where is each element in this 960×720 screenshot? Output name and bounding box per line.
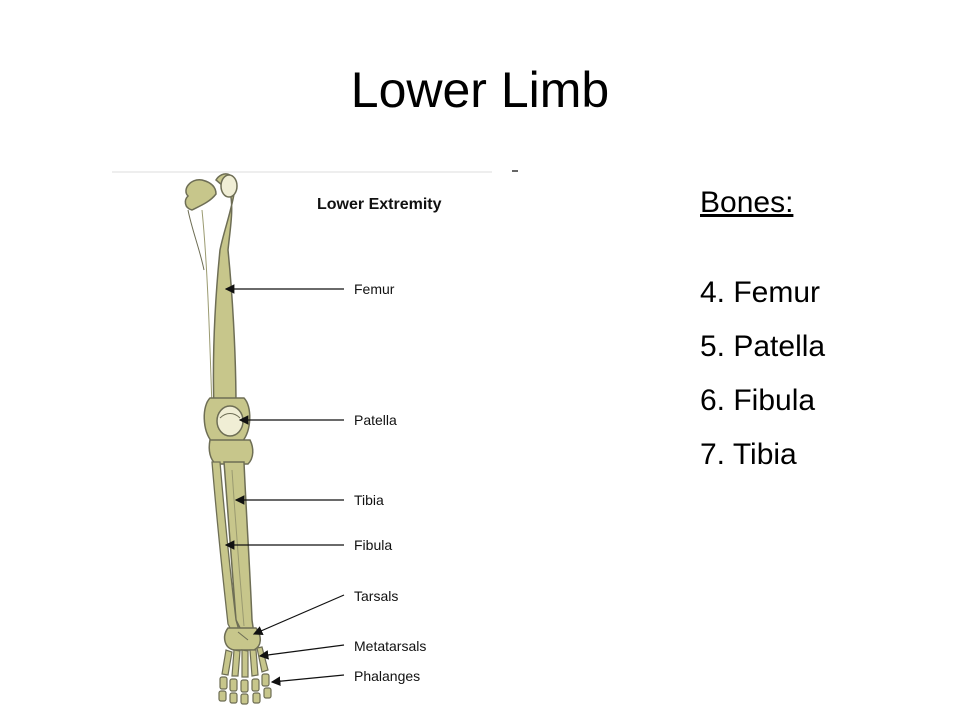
tibia-plateau (208, 439, 254, 465)
patella-label: Patella (354, 412, 397, 428)
bones-heading: Bones: (700, 186, 794, 219)
metatarsals-pointer (258, 644, 345, 660)
tarsals-label: Tarsals (354, 588, 398, 604)
metatarsals-label: Metatarsals (354, 638, 426, 654)
phalanges-pointer (270, 674, 345, 686)
diagram-heading: Lower Extremity (317, 196, 442, 213)
slide-title: Lower Limb (350, 62, 610, 118)
skeleton-illustration: Lower Extremity (112, 170, 518, 705)
bones-item-patella: 5. Patella (700, 330, 826, 363)
metatarsal-bones (221, 646, 269, 678)
bones-item-fibula: 6. Fibula (700, 384, 816, 417)
bones-list: Bones: 4. Femur 5. Patella 6. Fibula 7. … (700, 176, 825, 482)
bones-item-tibia: 7. Tibia (700, 438, 797, 471)
label-pointers (224, 284, 345, 686)
tarsals-pointer (252, 594, 345, 636)
phalanges-label: Phalanges (354, 668, 420, 684)
phalanx-bones (218, 673, 272, 705)
lower-extremity-diagram: Lower Extremity (112, 150, 542, 720)
tibia-label: Tibia (354, 492, 384, 508)
tarsal-bones (223, 627, 261, 651)
femur-label: Femur (354, 281, 395, 297)
bones-item-femur: 4. Femur (700, 276, 821, 309)
femur-bone (184, 173, 238, 413)
fibula-label: Fibula (354, 537, 392, 553)
patella-bone (216, 405, 244, 437)
